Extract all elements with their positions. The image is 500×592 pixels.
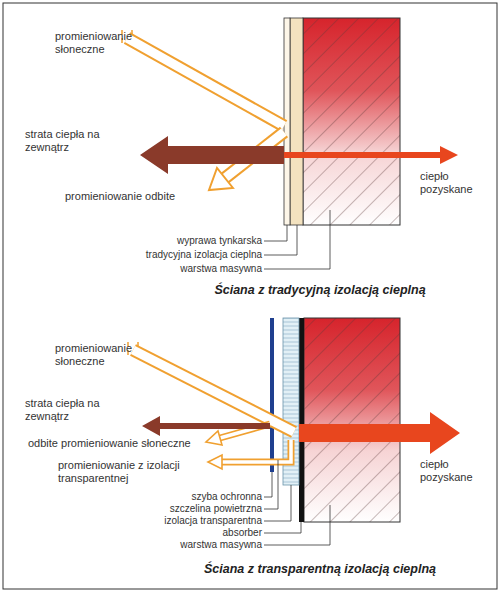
heat-gain-arrow — [299, 412, 460, 454]
radiation-label: odbite promieniowanie słoneczne — [28, 437, 204, 450]
heat-gain-arrow — [284, 146, 458, 164]
layer-label: warstwa masywna — [112, 539, 262, 551]
layer-label: wyprawa tynkarska — [112, 235, 262, 247]
caption: Ściana z tradycyjną izolacją cieplną — [150, 283, 490, 298]
solar-radiation-arrow — [128, 342, 294, 432]
heat-gain-label: ciepło pozyskane — [420, 458, 486, 484]
frame — [3, 3, 497, 589]
traditional-wall — [284, 18, 400, 225]
layer-label: szyba ochronna — [112, 491, 262, 503]
layer-label: izolacja transparentna — [112, 515, 262, 527]
leader-lines — [264, 460, 330, 545]
radiation-label: promieniowanie słoneczne — [55, 342, 121, 368]
heat-loss-label: strata ciepła na zewnątrz — [25, 128, 125, 154]
layer-label: absorber — [112, 527, 262, 539]
layer-label: tradycyjna izolacja cieplna — [112, 249, 262, 261]
transparent-wall — [270, 318, 400, 522]
heat-gain-label: ciepło pozyskane — [420, 170, 486, 196]
layer-label: szczelina powietrzna — [112, 503, 262, 515]
caption: Ściana z transparentną izolacją cieplną — [150, 562, 490, 577]
insulation-radiation-arrow — [208, 440, 291, 469]
radiation-label: promieniowanie słoneczne — [55, 30, 121, 56]
leader-lines — [264, 210, 330, 269]
solar-radiation-arrow — [122, 30, 284, 190]
radiation-label: promieniowanie z izolacji transparentnej — [58, 459, 198, 485]
heat-loss-label: strata ciepła na zewnątrz — [25, 397, 125, 423]
radiation-label: promieniowanie odbite — [65, 190, 200, 203]
layer-label: warstwa masywna — [112, 263, 262, 275]
heat-loss-arrow — [142, 416, 270, 436]
heat-loss-arrow — [140, 136, 284, 174]
